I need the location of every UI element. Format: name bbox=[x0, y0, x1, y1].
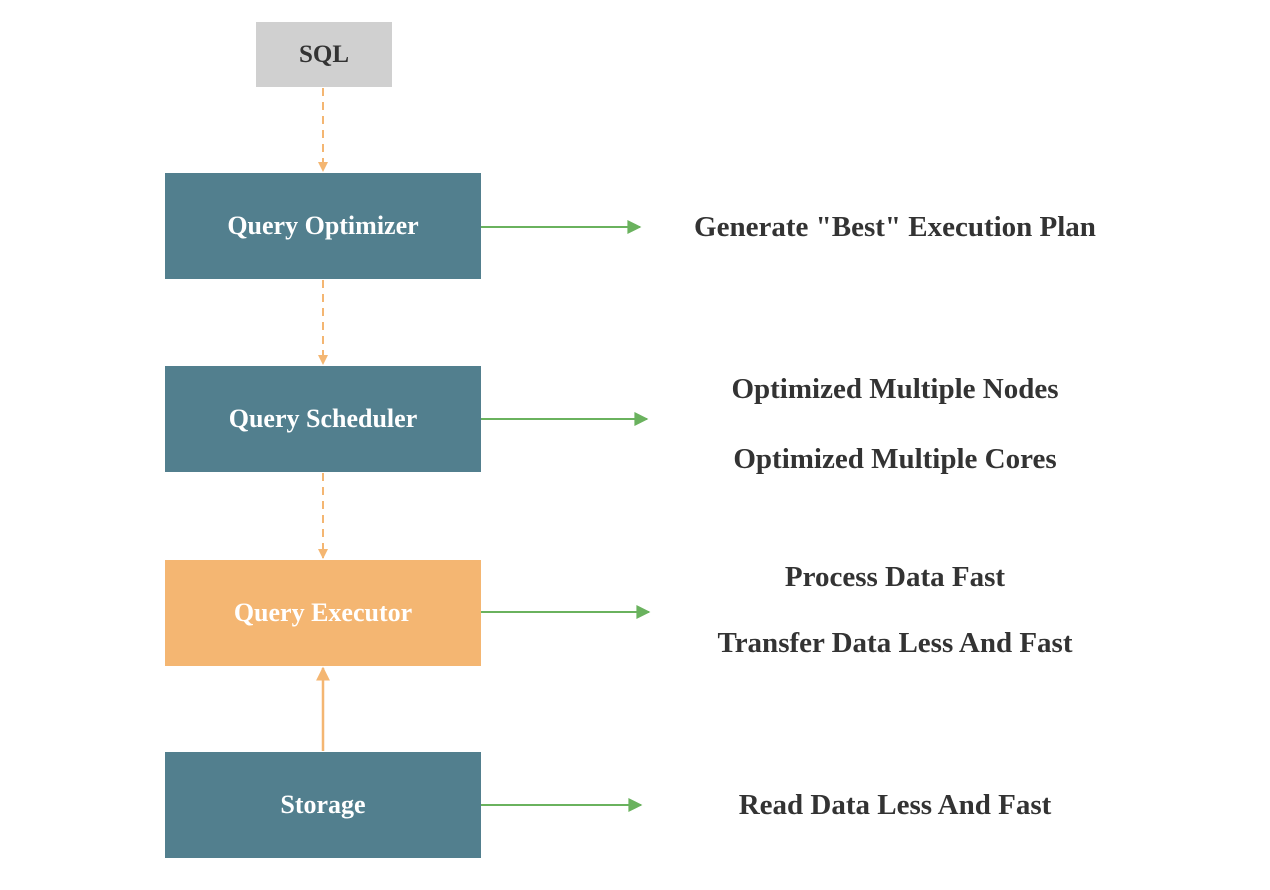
query-optimizer-box: Query Optimizer bbox=[165, 173, 481, 279]
scheduler-output-text-1: Optimized Multiple Nodes bbox=[731, 373, 1059, 405]
query-optimizer-label: Query Optimizer bbox=[227, 211, 419, 240]
storage-output-text: Read Data Less And Fast bbox=[738, 789, 1052, 821]
scheduler-output-text-2: Optimized Multiple Cores bbox=[733, 443, 1057, 475]
optimizer-output-text: Generate "Best" Execution Plan bbox=[694, 211, 1096, 243]
query-scheduler-box: Query Scheduler bbox=[165, 366, 481, 472]
storage-label: Storage bbox=[280, 790, 366, 819]
sql-input-box: SQL bbox=[256, 22, 392, 87]
executor-output-text-1: Process Data Fast bbox=[784, 561, 1006, 593]
query-executor-label: Query Executor bbox=[233, 598, 413, 627]
storage-box: Storage bbox=[165, 752, 481, 858]
query-scheduler-label: Query Scheduler bbox=[228, 404, 418, 433]
query-executor-box: Query Executor bbox=[165, 560, 481, 666]
sql-label: SQL bbox=[298, 40, 350, 68]
executor-output-text-2: Transfer Data Less And Fast bbox=[717, 627, 1073, 659]
